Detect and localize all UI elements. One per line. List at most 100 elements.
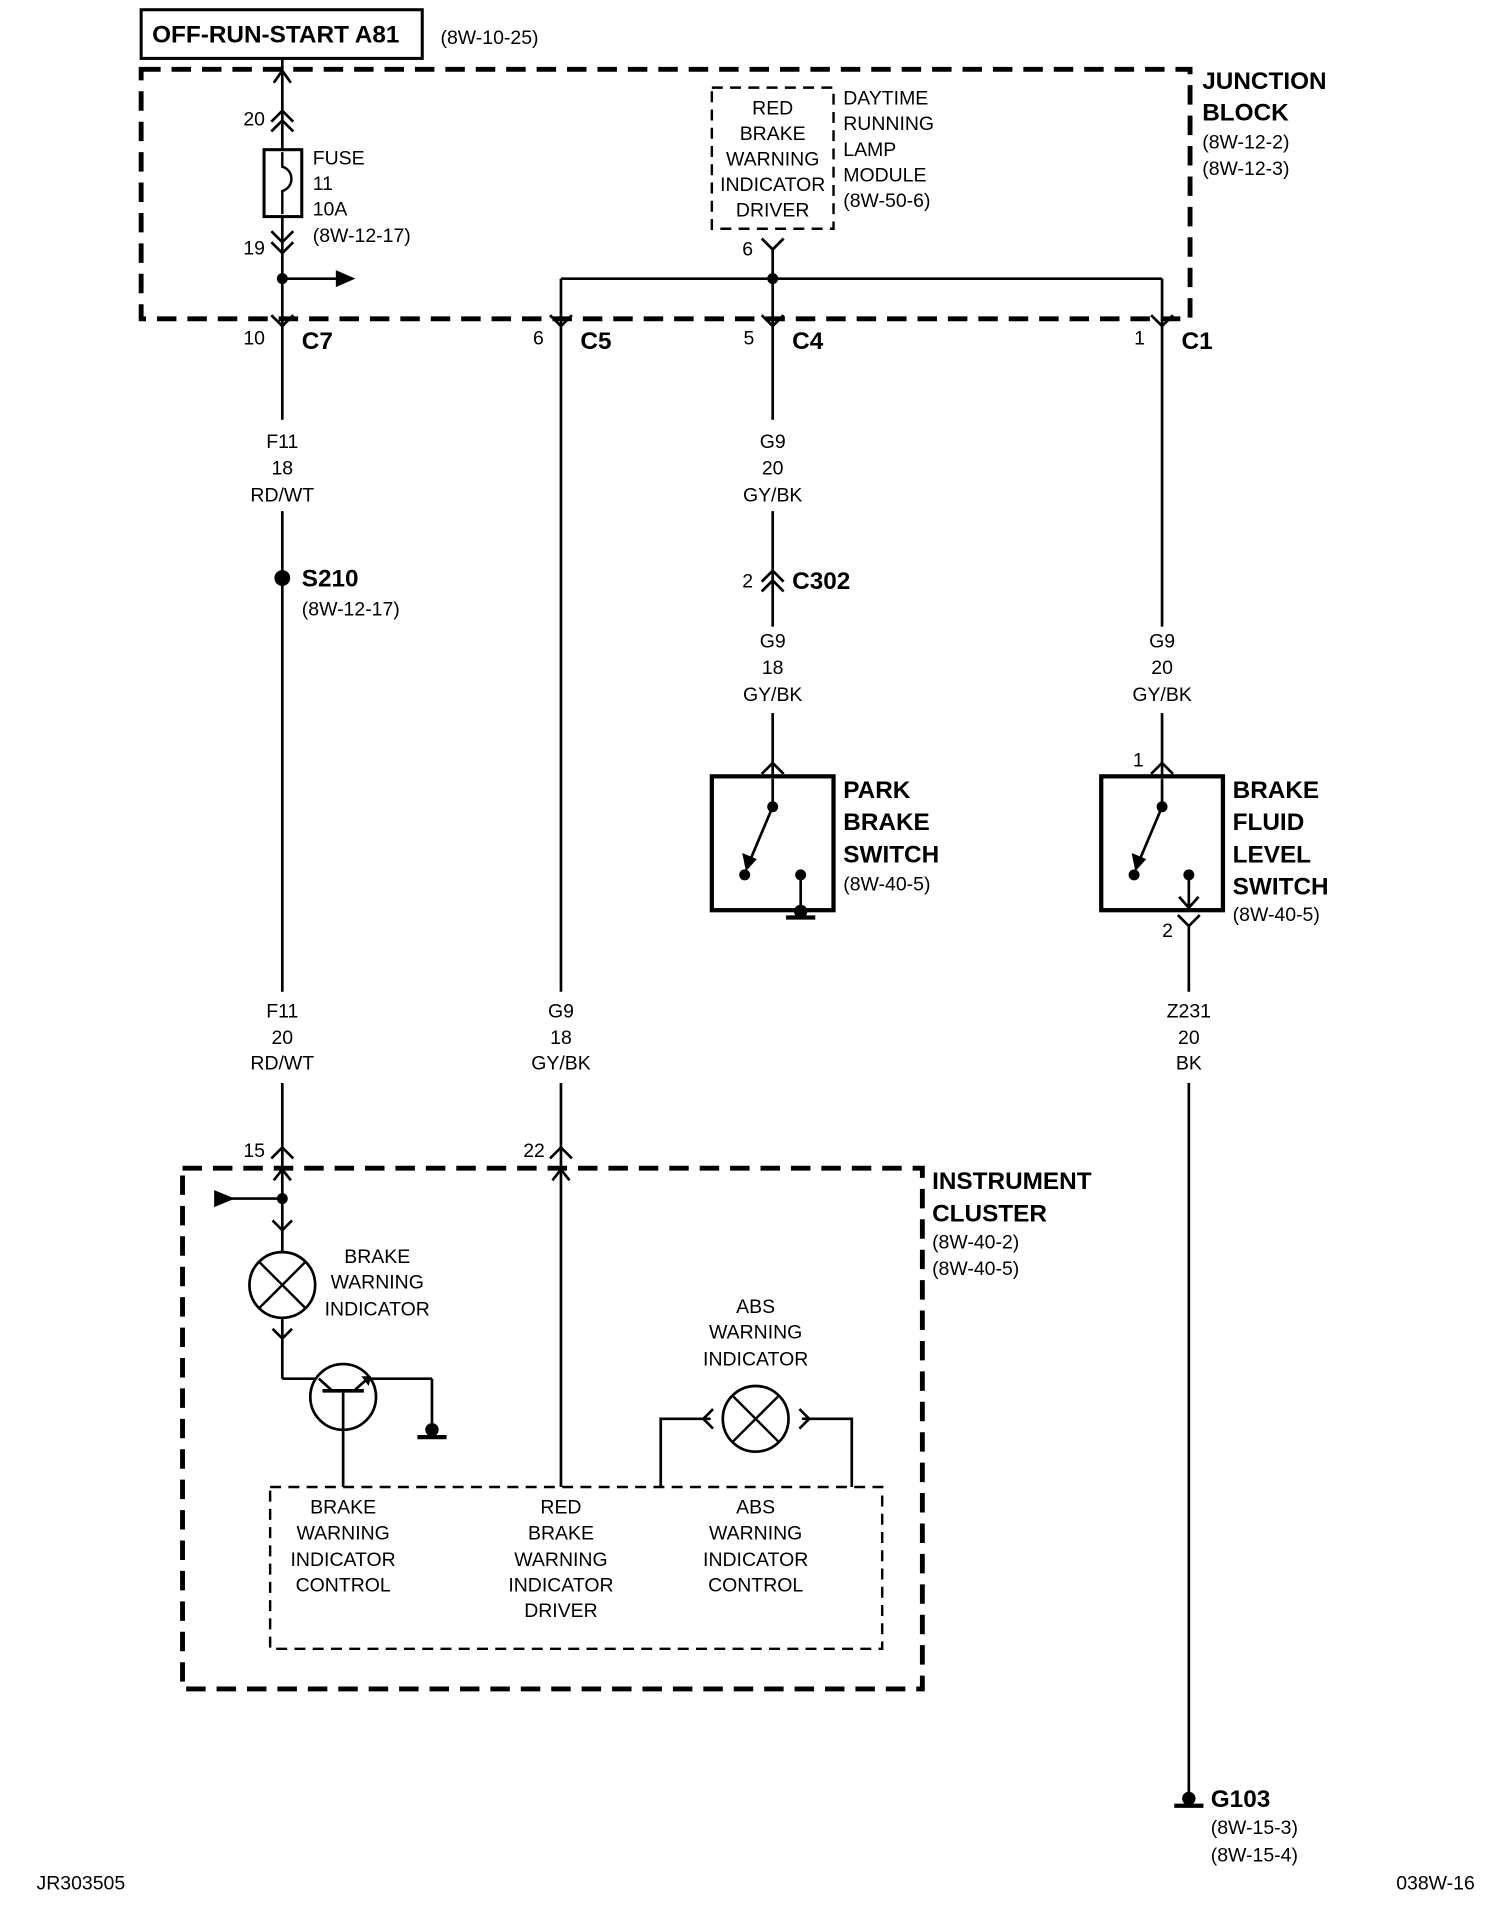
fluid-switch-contact-dot [1128,869,1140,881]
c1-name: C1 [1182,328,1213,355]
brake-fluid-switch-ref: (8W-40-5) [1233,904,1320,926]
drl-box-line-1: RED [752,97,793,119]
brake-fluid-switch-label-2: FLUID [1233,809,1305,836]
fuse-label-4: (8W-12-17) [313,225,411,247]
fluid-switch-top-chevron [1150,761,1174,775]
wire-z231-gauge: 20 [1178,1027,1200,1049]
wire-g9-c5-circuit: G9 [548,1000,574,1022]
fuse-branch-arrow [335,270,356,288]
drl-label-2: RUNNING [843,113,934,135]
park-brake-switch-label-2: BRAKE [843,809,930,836]
header-title: OFF-RUN-START A81 [152,22,399,49]
brake-control-label-2: WARNING [296,1522,389,1544]
c1-connector-symbol [1150,314,1174,329]
wire-f11-lower-color: RD/WT [250,1053,314,1075]
wire-label-bg-g9-c5 [520,995,602,1081]
brake-lamp-label-2: WARNING [331,1272,424,1294]
abs-lamp-right-wire [801,1417,854,1487]
footer-right-id: 038W-16 [1396,1873,1475,1895]
junction-block-outline [138,66,1193,322]
c5-name: C5 [580,328,611,355]
wire-g9-c4-gauge: 20 [762,458,784,480]
fuse-top-chevron-2 [270,118,295,133]
brake-control-label-1: BRAKE [310,1497,376,1519]
splice-s210-name: S210 [302,566,359,593]
wire-f11-lower-circuit: F11 [266,1000,298,1022]
abs-lamp-label-1: ABS [736,1296,775,1318]
abs-lamp-left-wire [659,1417,711,1487]
abs-lamp-left-chevron [701,1408,715,1430]
c302-chevron-1 [760,568,785,583]
junction-block-ref-1: (8W-12-2) [1202,131,1289,153]
wire-g9-c302-color: GY/BK [743,684,802,706]
park-brake-switch-ref: (8W-40-5) [843,874,930,896]
brake-lamp-top-chevron [271,1219,293,1233]
fuse-label-1: FUSE [313,147,365,169]
drl-box-line-4: INDICATOR [720,174,825,196]
brake-control-label-3: INDICATOR [291,1549,396,1571]
brake-lamp-bottom-chevron [271,1327,293,1341]
abs-control-label-3: INDICATOR [703,1549,808,1571]
brake-fluid-switch-label-3: LEVEL [1233,842,1312,869]
wire-g9-c1-gauge: 20 [1151,657,1173,679]
abs-control-label-1: ABS [736,1497,775,1519]
drl-box-line-2: BRAKE [740,123,806,145]
wire-f11-upper-color: RD/WT [250,484,314,506]
drl-label-1: DAYTIME [843,88,928,110]
red-driver-label-3: WARNING [514,1549,607,1571]
wire-z231-circuit: Z231 [1167,1000,1211,1022]
c302-name: C302 [792,568,850,595]
c5-pin: 6 [533,327,544,349]
fluid-switch-bottom-chevron [1176,914,1201,928]
instrument-cluster-label-2: CLUSTER [932,1201,1047,1228]
red-driver-label-5: DRIVER [524,1600,598,1622]
wire-f11-upper-gauge: 18 [271,458,293,480]
cluster-g9-inner-arrow [551,1167,571,1182]
instrument-cluster-ref-2: (8W-40-5) [932,1258,1019,1280]
abs-control-label-4: CONTROL [708,1575,803,1597]
brake-lamp-label-1: BRAKE [344,1246,410,1268]
wire-f11-upper-circuit: F11 [266,431,298,453]
splice-s210-ref: (8W-12-17) [302,599,400,621]
brake-control-label-4: CONTROL [296,1575,391,1597]
c1-pin: 1 [1134,327,1145,349]
c4-name: C4 [792,328,824,355]
cluster-pin-15-chevron [270,1145,295,1160]
fluid-switch-blade-arrow [1131,853,1147,872]
abs-lamp-x-2 [731,1394,780,1443]
header-box [139,8,424,60]
drl-pin-connector-symbol [760,237,785,252]
abs-control-label-2: WARNING [709,1522,802,1544]
wire-g9-c1-circuit: G9 [1149,630,1175,652]
park-switch-ground-icon [793,904,808,919]
cluster-pin-22: 22 [523,1140,545,1162]
drl-module-box [710,86,835,230]
c7-name: C7 [302,328,333,355]
feed-arrow-up [272,68,292,84]
cluster-pin-15: 15 [243,1140,265,1162]
fuse-bottom-chevron-1 [270,230,295,245]
drl-box-line-5: DRIVER [736,200,810,222]
c5-connector-symbol [549,314,573,329]
park-switch-connector-chevron [760,761,785,775]
cluster-pin-22-chevron [549,1145,573,1160]
drl-label-5: (8W-50-6) [843,190,930,212]
instrument-cluster-outline [180,1165,925,1692]
fluid-switch-bottom-pin: 2 [1162,920,1173,942]
fluid-switch-blade [1137,806,1164,863]
c4-connector-symbol [760,314,785,329]
abs-lamp-label-2: WARNING [709,1322,802,1344]
park-brake-switch-label-3: SWITCH [843,842,939,869]
brake-fluid-switch-label-1: BRAKE [1233,777,1320,804]
park-brake-switch-label-1: PARK [843,777,911,804]
junction-block-label-1: JUNCTION [1202,68,1326,95]
wire-g9-c302-circuit: G9 [760,630,786,652]
park-switch-blade-arrow [742,853,757,872]
c302-pin: 2 [742,571,753,593]
abs-lamp-label-3: INDICATOR [703,1348,808,1370]
splice-s210-dot [274,570,291,586]
fuse-label-3: 10A [313,198,348,220]
cluster-f11-inner-arrow [272,1167,292,1182]
wire-g9-c4-color: GY/BK [743,484,802,506]
